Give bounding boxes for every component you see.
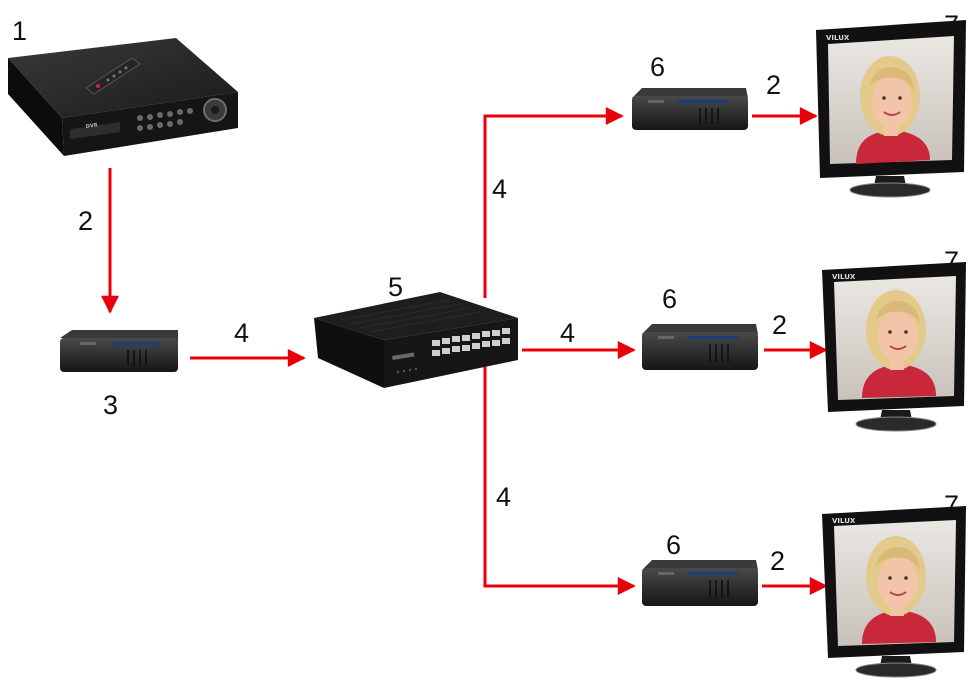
label-receiver-top: 6 <box>650 52 665 82</box>
svg-text:DVR: DVR <box>85 122 98 130</box>
label-cable-utp-middle: 4 <box>560 318 575 348</box>
label-cable-hdmi-bottom: 2 <box>770 546 785 576</box>
label-cable-utp-top: 4 <box>492 174 507 204</box>
connection-arrows <box>101 107 828 595</box>
lcd-monitor-icon: VILUX <box>822 262 966 432</box>
arrow-switch-to-receiver-bottom <box>483 360 636 595</box>
label-switch: 5 <box>388 272 403 302</box>
label-cable-hdmi-middle: 2 <box>772 310 787 340</box>
label-monitor-top: 7 <box>944 10 959 40</box>
hdmi-extender-transmitter-icon <box>60 330 178 372</box>
label-monitor-bottom: 7 <box>944 490 959 520</box>
label-cable-utp-transmitter: 4 <box>234 318 249 348</box>
label-transmitter: 3 <box>103 390 118 420</box>
hdmi-extender-receiver-icon <box>632 88 748 130</box>
lcd-monitor-icon: VILUX <box>822 506 966 678</box>
lcd-monitor-icon: VILUX <box>816 20 966 198</box>
woman-portrait-image <box>862 536 936 644</box>
remote-control-icon <box>85 57 141 95</box>
dvr-recorder-icon: DVR <box>8 38 238 156</box>
network-switch-icon <box>314 292 518 388</box>
label-cable-hdmi-top: 2 <box>766 70 781 100</box>
label-cable-hdmi-dvr: 2 <box>78 206 93 236</box>
arrow-switch-to-receiver-top <box>483 107 624 298</box>
label-dvr: 1 <box>12 16 27 46</box>
woman-portrait-image <box>856 56 930 164</box>
label-receiver-bottom: 6 <box>666 530 681 560</box>
hdmi-extender-receiver-icon <box>642 324 758 370</box>
label-monitor-middle: 7 <box>944 246 959 276</box>
label-cable-utp-bottom: 4 <box>496 482 511 512</box>
hdmi-extender-receiver-icon <box>642 560 758 606</box>
monitor-brand: VILUX <box>832 273 856 281</box>
label-receiver-middle: 6 <box>662 284 677 314</box>
woman-portrait-image <box>862 290 936 398</box>
monitor-brand: VILUX <box>826 34 850 42</box>
monitor-brand: VILUX <box>832 517 856 525</box>
